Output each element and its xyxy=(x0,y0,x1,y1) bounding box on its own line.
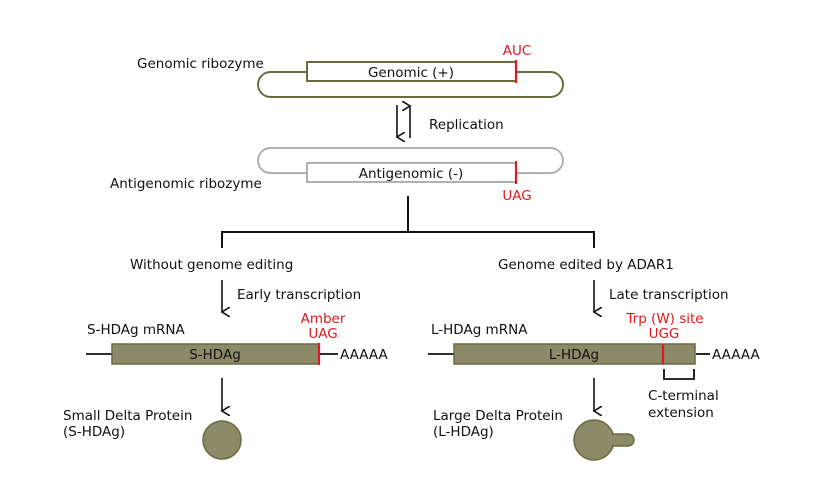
replication: Replication xyxy=(397,105,504,138)
genomic-box-label: Genomic (+) xyxy=(368,65,454,81)
antigenomic-box-label: Antigenomic (-) xyxy=(359,166,464,182)
small-delta-protein-shape xyxy=(202,420,242,460)
s-hdag-mrna-label: S-HDAg mRNA xyxy=(87,322,185,338)
right-branch: Genome edited by ADAR1 Late transcriptio… xyxy=(428,257,760,461)
left-condition-label: Without genome editing xyxy=(130,257,293,273)
left-branch: Without genome editing Early transcripti… xyxy=(63,257,388,460)
large-protein-name: Large Delta Protein xyxy=(433,408,563,424)
small-protein-abbrev: (S-HDAg) xyxy=(63,424,125,440)
s-hdag-bar-label: S-HDAg xyxy=(189,347,241,363)
branch-connector xyxy=(221,196,595,248)
antigenomic-side-label: Antigenomic ribozyme xyxy=(110,176,262,192)
trp-site-label: Trp (W) site xyxy=(625,311,703,327)
right-condition-label: Genome edited by ADAR1 xyxy=(498,257,674,273)
antigenomic-loop xyxy=(257,147,564,174)
antigenomic-codon-label: UAG xyxy=(502,188,531,204)
left-process-label: Early transcription xyxy=(237,287,361,303)
large-protein-abbrev: (L-HDAg) xyxy=(433,424,494,440)
antigenomic-ribozyme: Antigenomic (-) Antigenomic ribozyme UAG xyxy=(110,147,564,204)
small-protein-name: Small Delta Protein xyxy=(63,408,192,424)
amber-label: Amber xyxy=(301,311,346,327)
large-delta-protein-shape xyxy=(573,419,635,461)
replication-label: Replication xyxy=(429,117,504,133)
l-hdag-bar-label: L-HDAg xyxy=(549,347,599,363)
l-hdag-mrna-label: L-HDAg mRNA xyxy=(431,322,528,338)
l-hdag-bar xyxy=(453,343,696,365)
c-terminal-extension-bracket xyxy=(663,369,695,380)
l-polya-label: AAAAA xyxy=(712,347,760,363)
amber-codon-label: UAG xyxy=(308,326,337,342)
right-process-label: Late transcription xyxy=(609,287,729,303)
genomic-loop xyxy=(257,71,564,98)
genomic-ribozyme: Genomic (+) Genomic ribozyme AUC xyxy=(137,43,564,98)
c-terminal-label-line2: extension xyxy=(648,405,714,421)
genomic-codon-label: AUC xyxy=(503,43,532,59)
c-terminal-label-line1: C-terminal xyxy=(648,388,719,404)
genomic-side-label: Genomic ribozyme xyxy=(137,56,264,72)
s-polya-label: AAAAA xyxy=(340,347,388,363)
ugg-codon-label: UGG xyxy=(649,326,680,342)
